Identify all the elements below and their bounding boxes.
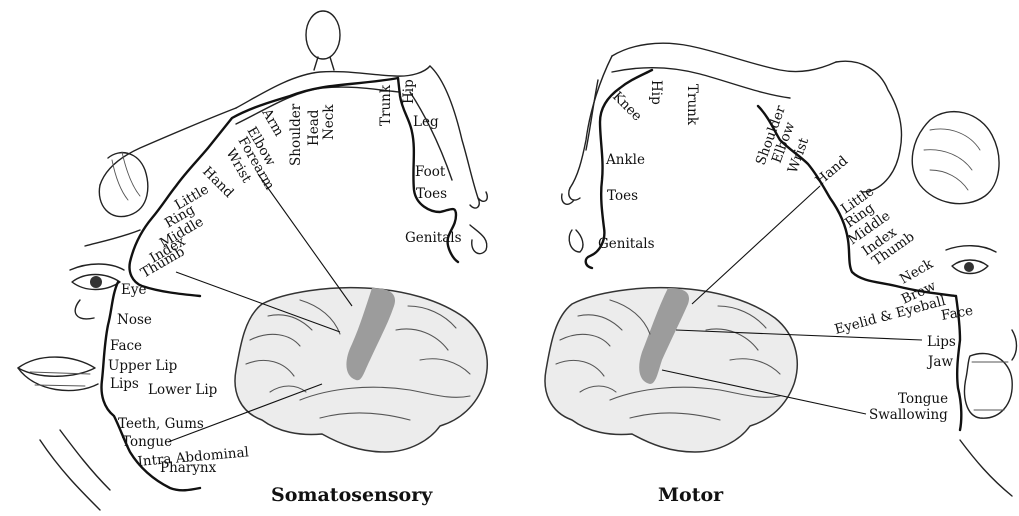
motor-cortex-band xyxy=(584,68,654,270)
somatosensory-label-hip: Hip xyxy=(401,79,417,104)
motor-homunculus-drawing xyxy=(560,42,1018,497)
motor-label-lips: Lips xyxy=(927,334,956,350)
somatosensory-label-face: Face xyxy=(110,338,142,354)
somatosensory-cortex-band xyxy=(128,76,460,298)
somatosensory-label-lips: Lips xyxy=(110,376,139,392)
somatosensory-brain xyxy=(234,286,488,453)
somatosensory-figure: Hip Trunk Neck Head Shoulder Arm Elbow F… xyxy=(17,10,488,511)
motor-cortex-strip xyxy=(639,288,690,384)
somatosensory-label-head: Head xyxy=(306,109,322,146)
somatosensory-homunculus-drawing xyxy=(17,10,488,511)
somatosensory-label-shoulder: Shoulder xyxy=(288,103,304,166)
somatosensory-label-toes: Toes xyxy=(416,186,447,202)
motor-figure: Hip Trunk Knee Ankle Toes Genitals Shoul… xyxy=(544,42,1018,506)
motor-leader-hand xyxy=(691,185,821,305)
motor-label-toes: Toes xyxy=(607,188,638,204)
motor-label-genitals: Genitals xyxy=(598,236,655,252)
somatosensory-label-pharynx: Pharynx xyxy=(160,460,217,476)
motor-label-tongue: Tongue xyxy=(898,391,948,407)
motor-caption: Motor xyxy=(658,484,724,506)
somatosensory-label-trunk: Trunk xyxy=(378,84,394,126)
motor-label-knee: Knee xyxy=(609,89,645,125)
somatosensory-cortex-strip xyxy=(346,288,396,381)
somatosensory-label-leg: Leg xyxy=(413,114,439,130)
somatosensory-label-nose: Nose xyxy=(117,312,152,328)
somatosensory-leader-forearm xyxy=(257,173,353,307)
motor-leader-swallowing xyxy=(661,369,867,415)
motor-label-ankle: Ankle xyxy=(605,152,645,168)
somatosensory-leader-thumb xyxy=(175,271,341,333)
motor-label-hip: Hip xyxy=(648,80,664,105)
motor-label-swallowing: Swallowing xyxy=(869,407,948,423)
somatosensory-label-lower-lip: Lower Lip xyxy=(148,382,217,398)
somatosensory-face-band xyxy=(100,280,202,492)
motor-label-trunk: Trunk xyxy=(684,84,700,126)
motor-upper-band xyxy=(756,104,963,432)
somatosensory-label-eye: Eye xyxy=(121,282,146,298)
somatosensory-label-tongue: Tongue xyxy=(122,434,172,450)
somatosensory-caption: Somatosensory xyxy=(271,484,433,506)
motor-leader-lips xyxy=(675,329,923,341)
motor-label-hand: Hand xyxy=(812,153,851,189)
motor-brain xyxy=(544,286,798,453)
motor-label-jaw: Jaw xyxy=(926,354,953,370)
somatosensory-label-genitals: Genitals xyxy=(405,230,462,246)
somatosensory-label-foot: Foot xyxy=(415,164,446,180)
somatosensory-label-upper-lip: Upper Lip xyxy=(108,358,177,374)
motor-label-face: Face xyxy=(940,303,974,324)
motor-label-eyelid-eyeball: Eyelid & Eyeball xyxy=(833,293,947,338)
somatosensory-label-neck: Neck xyxy=(321,104,337,140)
somatosensory-leader-tongue xyxy=(167,383,323,443)
somatosensory-label-teeth-gums: Teeth, Gums xyxy=(118,416,204,432)
